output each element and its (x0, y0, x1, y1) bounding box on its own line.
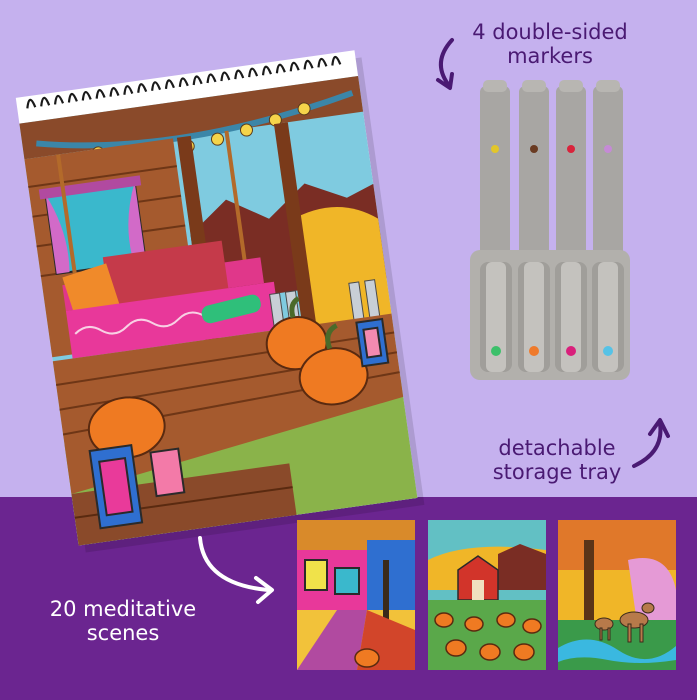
marker-4-tip-dot (603, 346, 613, 356)
storage-tray (470, 250, 630, 380)
scenes-caption: 20 meditative scenes (18, 597, 228, 645)
marker-2-cap-dot (530, 145, 538, 153)
porch-illustration (19, 75, 418, 546)
marker-1-cap-dot (491, 145, 499, 153)
tray-caption: detachable storage tray (472, 436, 642, 484)
markers-caption-line1: 4 double-sided (472, 20, 628, 44)
marker-4-cap-dot (604, 145, 612, 153)
scene-thumbnail-barn (428, 520, 546, 670)
scene-thumbnail-village (297, 520, 415, 670)
scenes-caption-line2: scenes (86, 621, 160, 645)
markers-caption: 4 double-sided markers (450, 20, 650, 68)
marker-3-tip-dot (566, 346, 576, 356)
tray-caption-line2: storage tray (492, 460, 622, 484)
spiral-binding (26, 55, 342, 109)
marker-2-tip-dot (529, 346, 539, 356)
tray-caption-line1: detachable (498, 436, 616, 460)
marker-1-tip-dot (491, 346, 501, 356)
scenes-caption-line1: 20 meditative (49, 597, 197, 621)
scene-thumbnail-deer (558, 520, 676, 670)
markers-caption-line2: markers (507, 44, 593, 68)
marker-3-cap-dot (567, 145, 575, 153)
